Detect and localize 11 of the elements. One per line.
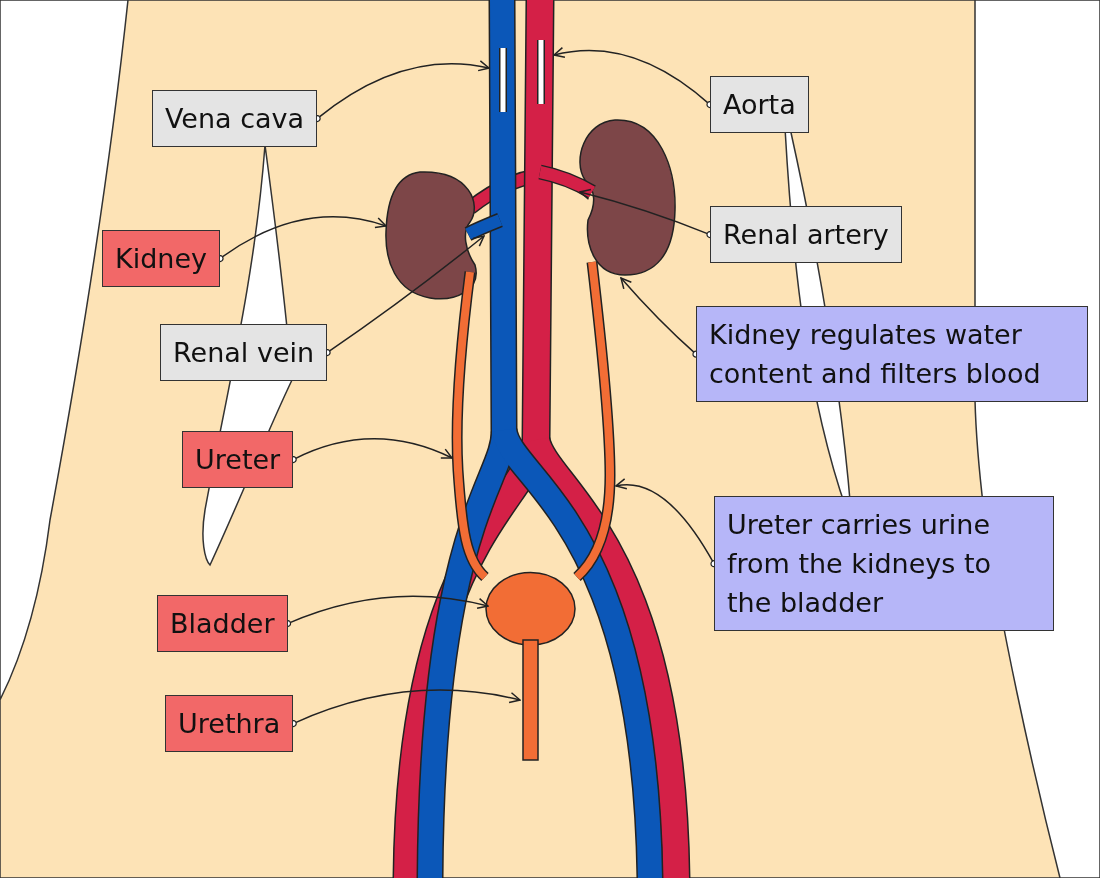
label-tag: Ureter bbox=[182, 431, 294, 489]
label-tag: Renal artery bbox=[710, 206, 902, 264]
label-tag: Aorta bbox=[710, 76, 809, 134]
label-tag: Renal vein bbox=[160, 324, 328, 382]
info-box: Ureter carries urine from the kidneys to the bladder bbox=[714, 496, 1054, 632]
aorta bbox=[392, 0, 691, 878]
label-tag: Urethra bbox=[165, 695, 294, 753]
label-tag: Vena cava bbox=[152, 90, 318, 148]
label-tag: Bladder bbox=[157, 595, 288, 653]
label-tag: Kidney bbox=[102, 230, 221, 288]
info-box: Kidney regulates water content and filters blood bbox=[696, 306, 1088, 403]
